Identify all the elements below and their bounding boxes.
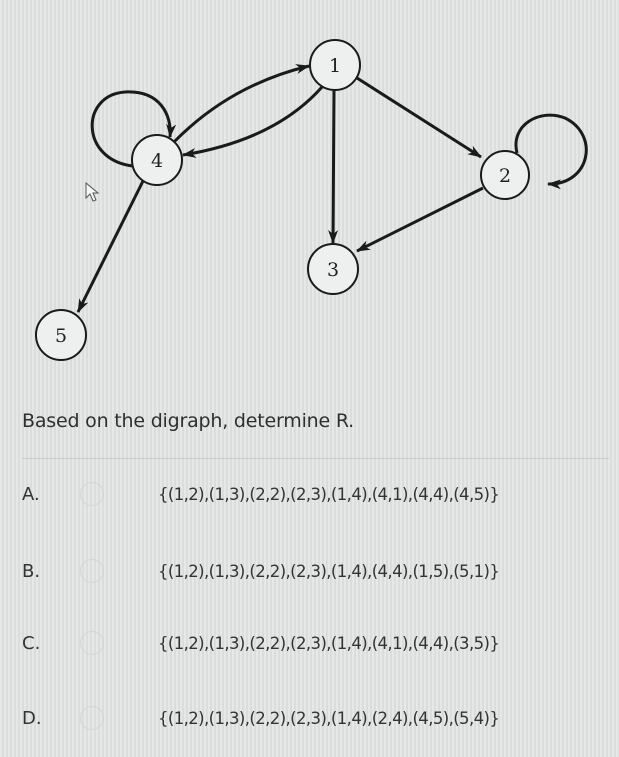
node-5: 5 [35,309,87,361]
edge-1-2 [356,76,482,159]
option-letter: A. [22,483,40,505]
edge-4-4 [90,90,177,168]
node-3: 3 [307,243,359,295]
edge-2-3 [356,186,484,253]
edge-4-1 [172,64,310,144]
question-text: Based on the digraph, determine R. [22,410,355,432]
node-label: 2 [499,165,511,187]
digraph: 1 2 3 4 5 [35,39,588,361]
edge-1-4 [182,86,324,158]
edge-1-3 [328,89,339,244]
option-d[interactable]: D. {(1,2),(1,3),(2,2),(2,3),(1,4),(2,4),… [0,698,619,738]
option-d-radio[interactable] [80,706,104,730]
option-b[interactable]: B. {(1,2),(1,3),(2,2),(2,3),(1,4),(4,4),… [0,551,619,591]
node-4: 4 [131,134,183,186]
separator [22,458,609,459]
option-text: {(1,2),(1,3),(2,2),(2,3),(1,4),(4,4),(1,… [158,561,500,581]
node-label: 1 [329,55,341,77]
option-text: {(1,2),(1,3),(2,2),(2,3),(1,4),(4,1),(4,… [158,633,500,653]
option-letter: D. [22,707,42,729]
node-label: 4 [151,150,163,172]
mouse-pointer-icon [85,181,100,202]
edge-4-5 [76,180,145,313]
option-text: {(1,2),(1,3),(2,2),(2,3),(1,4),(2,4),(4,… [158,708,500,728]
node-2: 2 [480,150,530,200]
option-a-radio[interactable] [80,482,104,506]
node-label: 3 [327,259,339,281]
nodes: 1 2 3 4 5 [35,39,530,361]
option-text: {(1,2),(1,3),(2,2),(2,3),(1,4),(4,1),(4,… [158,484,500,504]
edge-2-2 [514,113,588,190]
option-a[interactable]: A. {(1,2),(1,3),(2,2),(2,3),(1,4),(4,1),… [0,474,619,514]
node-1: 1 [309,39,361,91]
edges [76,64,588,313]
node-label: 5 [55,325,67,347]
option-c-radio[interactable] [80,631,104,655]
option-letter: B. [22,560,41,582]
option-letter: C. [22,632,41,654]
option-b-radio[interactable] [80,559,104,583]
option-c[interactable]: C. {(1,2),(1,3),(2,2),(2,3),(1,4),(4,1),… [0,623,619,663]
